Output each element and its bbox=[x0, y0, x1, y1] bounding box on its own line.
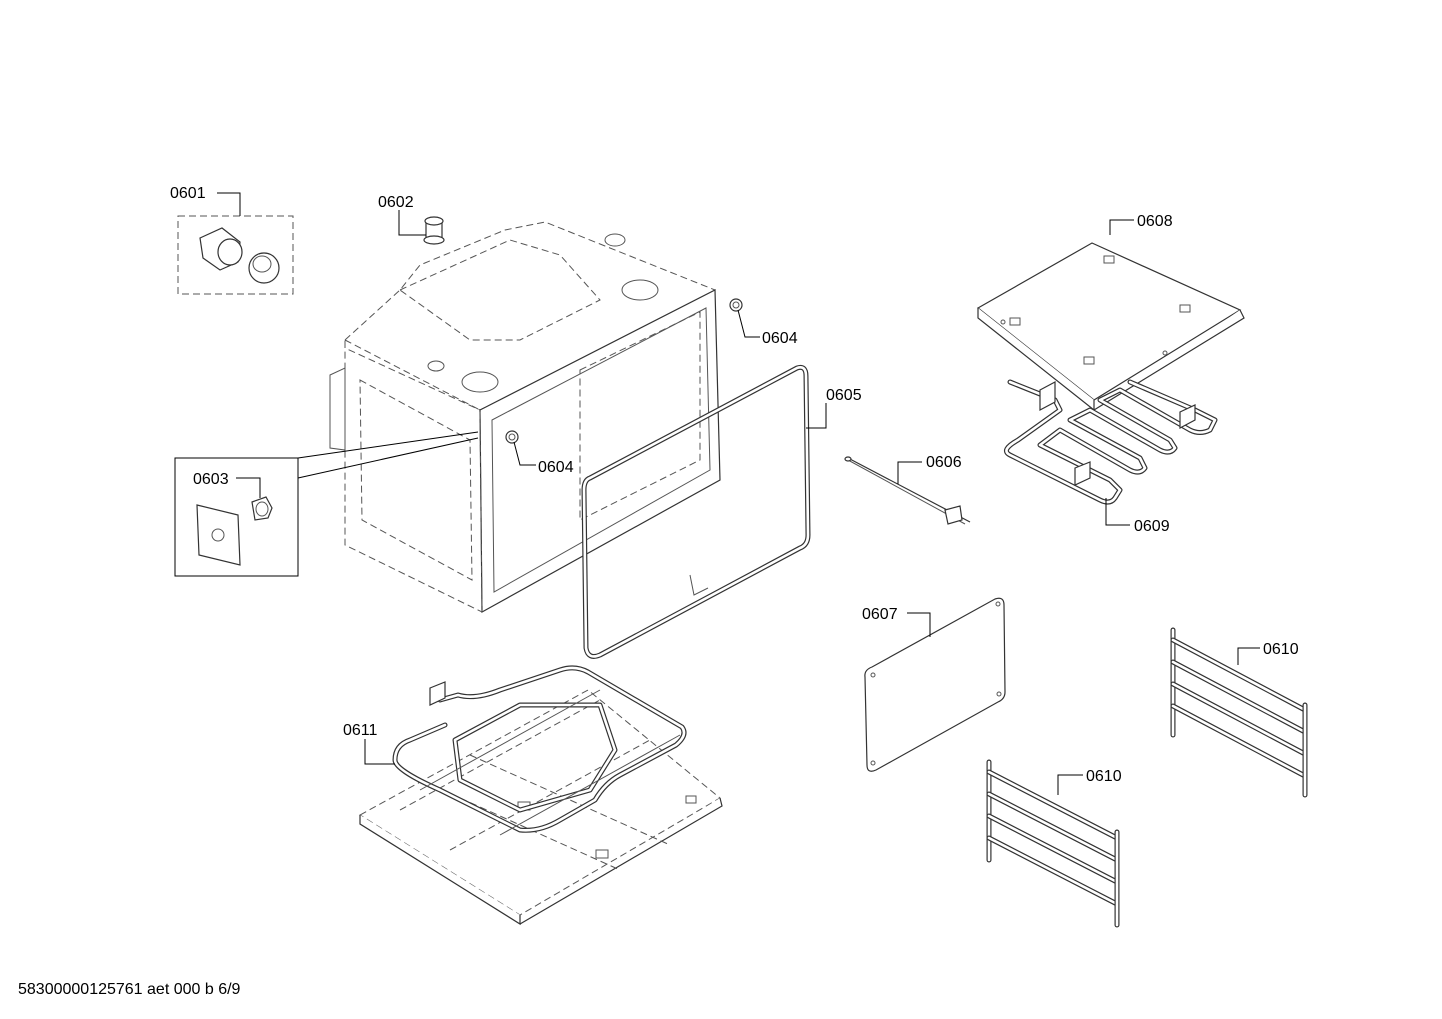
callout-0605: 0605 bbox=[826, 387, 862, 404]
detail-box-0603 bbox=[174, 457, 299, 577]
document-code: 58300000125761 aet 000 b 6/9 bbox=[18, 981, 241, 998]
callout-0608: 0608 bbox=[1137, 213, 1173, 230]
part-0607-glass-panel bbox=[864, 597, 1006, 772]
part-0606-temperature-probe bbox=[844, 456, 971, 525]
leader-0610-lower bbox=[1057, 774, 1083, 795]
part-0603-bracket bbox=[196, 496, 273, 566]
leader-0604-lower bbox=[513, 441, 536, 466]
callout-0611: 0611 bbox=[343, 722, 378, 739]
callout-0606: 0606 bbox=[926, 454, 962, 471]
callout-0604-lower: 0604 bbox=[538, 459, 574, 476]
part-0605-door-gasket bbox=[581, 364, 811, 659]
leader-0604-upper bbox=[737, 309, 760, 338]
callout-0609: 0609 bbox=[1134, 518, 1170, 535]
callout-0603: 0603 bbox=[193, 471, 229, 488]
leader-0608 bbox=[1109, 219, 1134, 235]
callout-0607: 0607 bbox=[862, 606, 898, 623]
callout-0601: 0601 bbox=[170, 185, 206, 202]
part-0610-side-rack-left bbox=[986, 759, 1120, 928]
callout-0610-lower: 0610 bbox=[1086, 768, 1122, 785]
leader-0602 bbox=[398, 210, 426, 236]
part-0602-sensor-fitting bbox=[423, 216, 445, 245]
callout-0610-upper: 0610 bbox=[1263, 641, 1299, 658]
detail-pointer-0603 bbox=[297, 431, 479, 479]
oven-cavity bbox=[329, 221, 721, 614]
part-0609-top-heating-element bbox=[1003, 379, 1218, 505]
leader-0606 bbox=[897, 461, 922, 484]
leader-0601 bbox=[217, 192, 241, 216]
part-0601-lamp-assembly bbox=[177, 215, 294, 295]
callout-0604-upper: 0604 bbox=[762, 330, 798, 347]
leader-0610-upper bbox=[1237, 647, 1260, 665]
leader-0603 bbox=[236, 477, 261, 498]
part-0604-fastener-upper bbox=[729, 298, 743, 312]
leader-0611 bbox=[364, 739, 395, 765]
part-0611-bottom-heating-element bbox=[359, 665, 723, 926]
part-0604-fastener-lower bbox=[505, 430, 519, 444]
leader-0605 bbox=[806, 403, 827, 429]
part-0610-side-rack-right bbox=[1170, 627, 1308, 798]
callout-0602: 0602 bbox=[378, 194, 414, 211]
leader-0607 bbox=[907, 612, 931, 637]
leader-0609 bbox=[1105, 498, 1130, 526]
